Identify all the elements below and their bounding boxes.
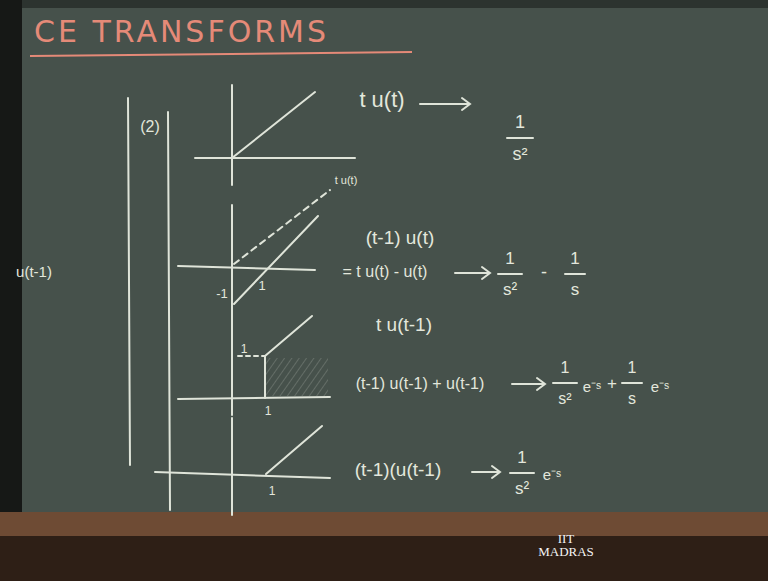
operator: + [607,375,617,394]
exponential: e⁻ˢ [583,379,601,396]
fraction-bar [498,273,522,275]
numerator: 1 [515,113,525,133]
tick-label: 1 [241,343,248,356]
fraction-bar [622,382,642,384]
expression: (t-1) u(t-1) + u(t-1) [356,375,484,393]
board-left-edge [0,0,22,515]
expression: t u(t-1) [376,315,432,336]
numerator: 1 [628,359,637,377]
hatched-area [266,358,328,396]
expression: (t-1)(u(t-1) [355,460,442,481]
transform-arrow [420,98,470,110]
y-axis [231,205,233,318]
transform-arrow [512,378,545,390]
operator: - [541,263,547,283]
y-axis [231,318,233,415]
tick-label: 1 [258,279,265,293]
ramp-line [265,316,312,356]
divider-line [168,112,170,510]
board-surface [0,0,768,515]
curve-label: t u(t) [335,174,358,186]
transform-arrow [455,267,490,279]
board-title: CE TRANSFORMS [34,14,329,49]
x-axis [178,266,315,270]
y-axis [231,85,233,185]
denominator: s² [515,480,529,499]
step-line [264,356,266,398]
x-axis [178,397,330,399]
expression: t u(t) [359,88,404,112]
numerator: 1 [505,250,514,269]
denominator: s [571,281,580,300]
ramp-line [232,92,315,158]
tick-label: 1 [269,485,276,498]
fraction-bar [553,382,577,384]
denominator: s² [558,390,571,408]
numerator: 1 [561,359,570,377]
transform-arrow [472,466,500,478]
fraction-bar [510,472,534,474]
exponential: e⁻ˢ [651,379,669,396]
board-top-edge [0,0,768,8]
numerator: 1 [570,250,579,269]
item-number: (2) [140,118,160,136]
denominator: s² [503,281,517,300]
ramp-line [234,216,318,304]
exponential: e⁻ˢ [543,467,561,484]
chalk-ledge [0,512,768,536]
board-bottom [0,536,768,581]
watermark: IIT MADRAS [531,532,601,558]
dashed-ramp [234,190,330,264]
tick-label: 1 [265,405,272,418]
x-axis [195,157,355,159]
tick-label: -1 [216,287,228,301]
denominator: s [628,390,636,408]
y-axis [231,418,233,515]
numerator: 1 [517,449,526,468]
margin-note: u(t-1) [16,264,52,281]
fraction-bar [507,137,533,139]
ramp-line [266,426,322,474]
fraction-bar [565,273,585,275]
expression: (t-1) u(t) [366,228,435,249]
title-underline [30,52,412,56]
denominator: s² [513,145,528,165]
expression: = t u(t) - u(t) [343,263,428,281]
x-axis [155,472,330,478]
divider-line [128,98,130,465]
